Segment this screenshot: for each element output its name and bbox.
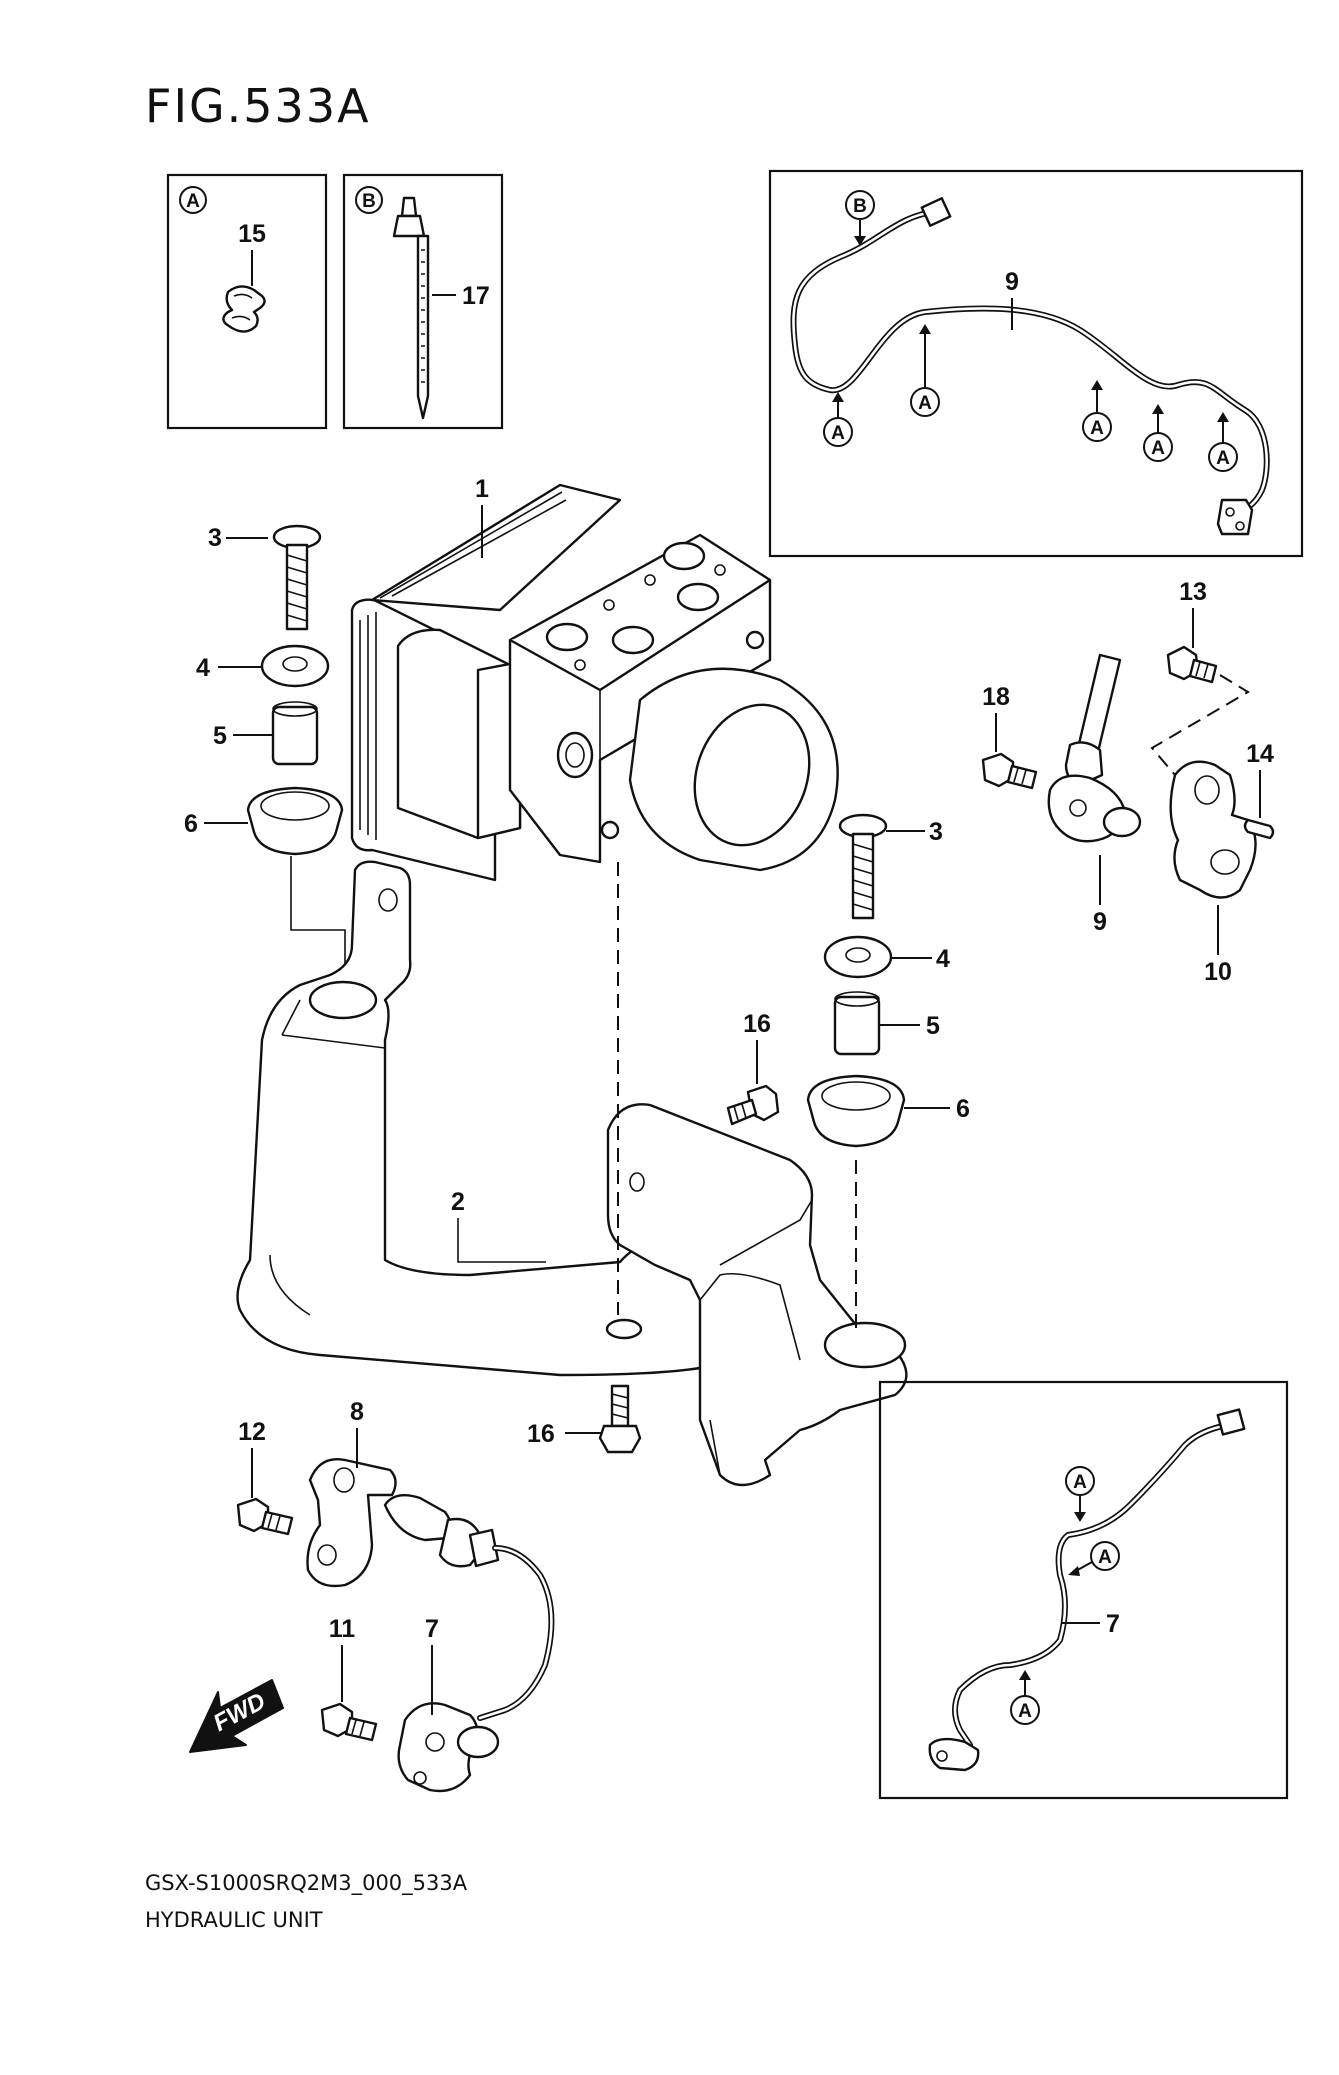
detail-box-a: A 15 <box>166 173 328 430</box>
collar-5-right <box>833 991 881 1056</box>
bracket-2 <box>236 860 908 1487</box>
callout-5-left: 5 <box>213 722 227 750</box>
ref-marker-b-wire9: B <box>845 190 875 246</box>
svg-text:A: A <box>1216 448 1230 469</box>
callout-4-right: 4 <box>936 945 950 973</box>
front-speed-sensor-7 <box>383 1494 555 1793</box>
bolt-18 <box>981 752 1038 790</box>
callout-16-upper: 16 <box>743 1010 771 1038</box>
callout-15: 15 <box>238 220 266 248</box>
svg-text:A: A <box>1151 438 1165 459</box>
callout-7-box: 7 <box>1106 1610 1120 1638</box>
callout-14: 14 <box>1246 740 1274 768</box>
ref-marker-b: B <box>355 186 383 214</box>
ref-marker-a-wire9-4: A <box>1143 404 1173 462</box>
footer-model-code: GSX-S1000SRQ2M3_000_533A <box>145 1871 468 1896</box>
callout-6-right: 6 <box>956 1095 970 1123</box>
svg-text:A: A <box>1090 418 1104 439</box>
hydraulic-unit-1 <box>350 483 839 882</box>
svg-text:A: A <box>918 393 932 414</box>
cable-tie-17-icon <box>392 196 430 420</box>
bolt-16-upper <box>726 1084 780 1126</box>
collar-5-left <box>271 701 319 766</box>
ref-marker-a-wire9-5: A <box>1208 412 1238 472</box>
ref-marker-a-wire9-1: A <box>823 392 853 447</box>
callout-9-sensor: 9 <box>1093 908 1107 936</box>
bolt-16-lower <box>598 1384 642 1454</box>
detail-box-b: B 17 <box>342 173 504 430</box>
rear-speed-sensor-9 <box>1047 653 1142 843</box>
bolt-12 <box>236 1497 294 1536</box>
callout-18: 18 <box>982 683 1010 711</box>
callout-9-box: 9 <box>1005 268 1019 296</box>
forward-direction-arrow-icon: FWD <box>189 1679 284 1753</box>
ref-marker-a-wire7-3: A <box>1010 1670 1040 1725</box>
clamp-15-icon <box>222 285 266 333</box>
footer-section-name: HYDRAULIC UNIT <box>145 1908 323 1932</box>
washer-4-right <box>823 935 893 979</box>
callout-5-right: 5 <box>926 1012 940 1040</box>
svg-text:A: A <box>186 191 200 212</box>
ref-marker-a: A <box>179 186 207 214</box>
svg-text:A: A <box>1098 1547 1112 1568</box>
bolt-3-right <box>838 813 888 920</box>
ref-marker-a-wire9-3: A <box>1082 380 1112 442</box>
callout-13: 13 <box>1179 578 1207 606</box>
svg-text:A: A <box>1018 1701 1032 1722</box>
svg-text:A: A <box>831 423 845 444</box>
callout-6-left: 6 <box>184 810 198 838</box>
callout-4-left: 4 <box>196 654 210 682</box>
callout-1: 1 <box>475 475 489 503</box>
ref-marker-a-wire7-1: A <box>1065 1466 1095 1522</box>
callout-12: 12 <box>238 1418 266 1446</box>
wire-harness-box-7: A A 7 A <box>878 1380 1289 1800</box>
callout-10: 10 <box>1204 958 1232 986</box>
svg-text:A: A <box>1073 1472 1087 1493</box>
callout-2: 2 <box>451 1188 465 1216</box>
washer-4-left <box>260 644 330 688</box>
ref-marker-a-wire9-2: A <box>910 324 940 417</box>
grommet-6-right <box>806 1074 906 1148</box>
sensor-bracket-10 <box>1169 760 1257 899</box>
svg-text:B: B <box>853 196 867 217</box>
callout-7-sensor: 7 <box>425 1615 439 1643</box>
grommet-6-left <box>246 786 344 856</box>
callout-3-left: 3 <box>208 524 222 552</box>
callout-3-right: 3 <box>929 818 943 846</box>
bolt-11 <box>320 1702 378 1742</box>
bolt-3-left <box>272 524 322 631</box>
wire-harness-box-9: B 9 A A A A A <box>768 169 1304 558</box>
wheel-sensor-lead-9 <box>790 197 1270 536</box>
front-sensor-lead-7 <box>928 1408 1246 1772</box>
callout-11: 11 <box>329 1615 356 1643</box>
sensor-bracket-8 <box>306 1458 397 1588</box>
callout-16-lower: 16 <box>527 1420 555 1448</box>
bolt-13 <box>1166 645 1218 684</box>
callout-8: 8 <box>350 1398 364 1426</box>
callout-17: 17 <box>462 282 490 310</box>
ref-marker-a-wire7-2: A <box>1068 1541 1120 1576</box>
dowel-pin-14 <box>1243 818 1275 840</box>
figure-title: FIG.533A <box>145 79 371 133</box>
svg-text:B: B <box>362 191 376 212</box>
